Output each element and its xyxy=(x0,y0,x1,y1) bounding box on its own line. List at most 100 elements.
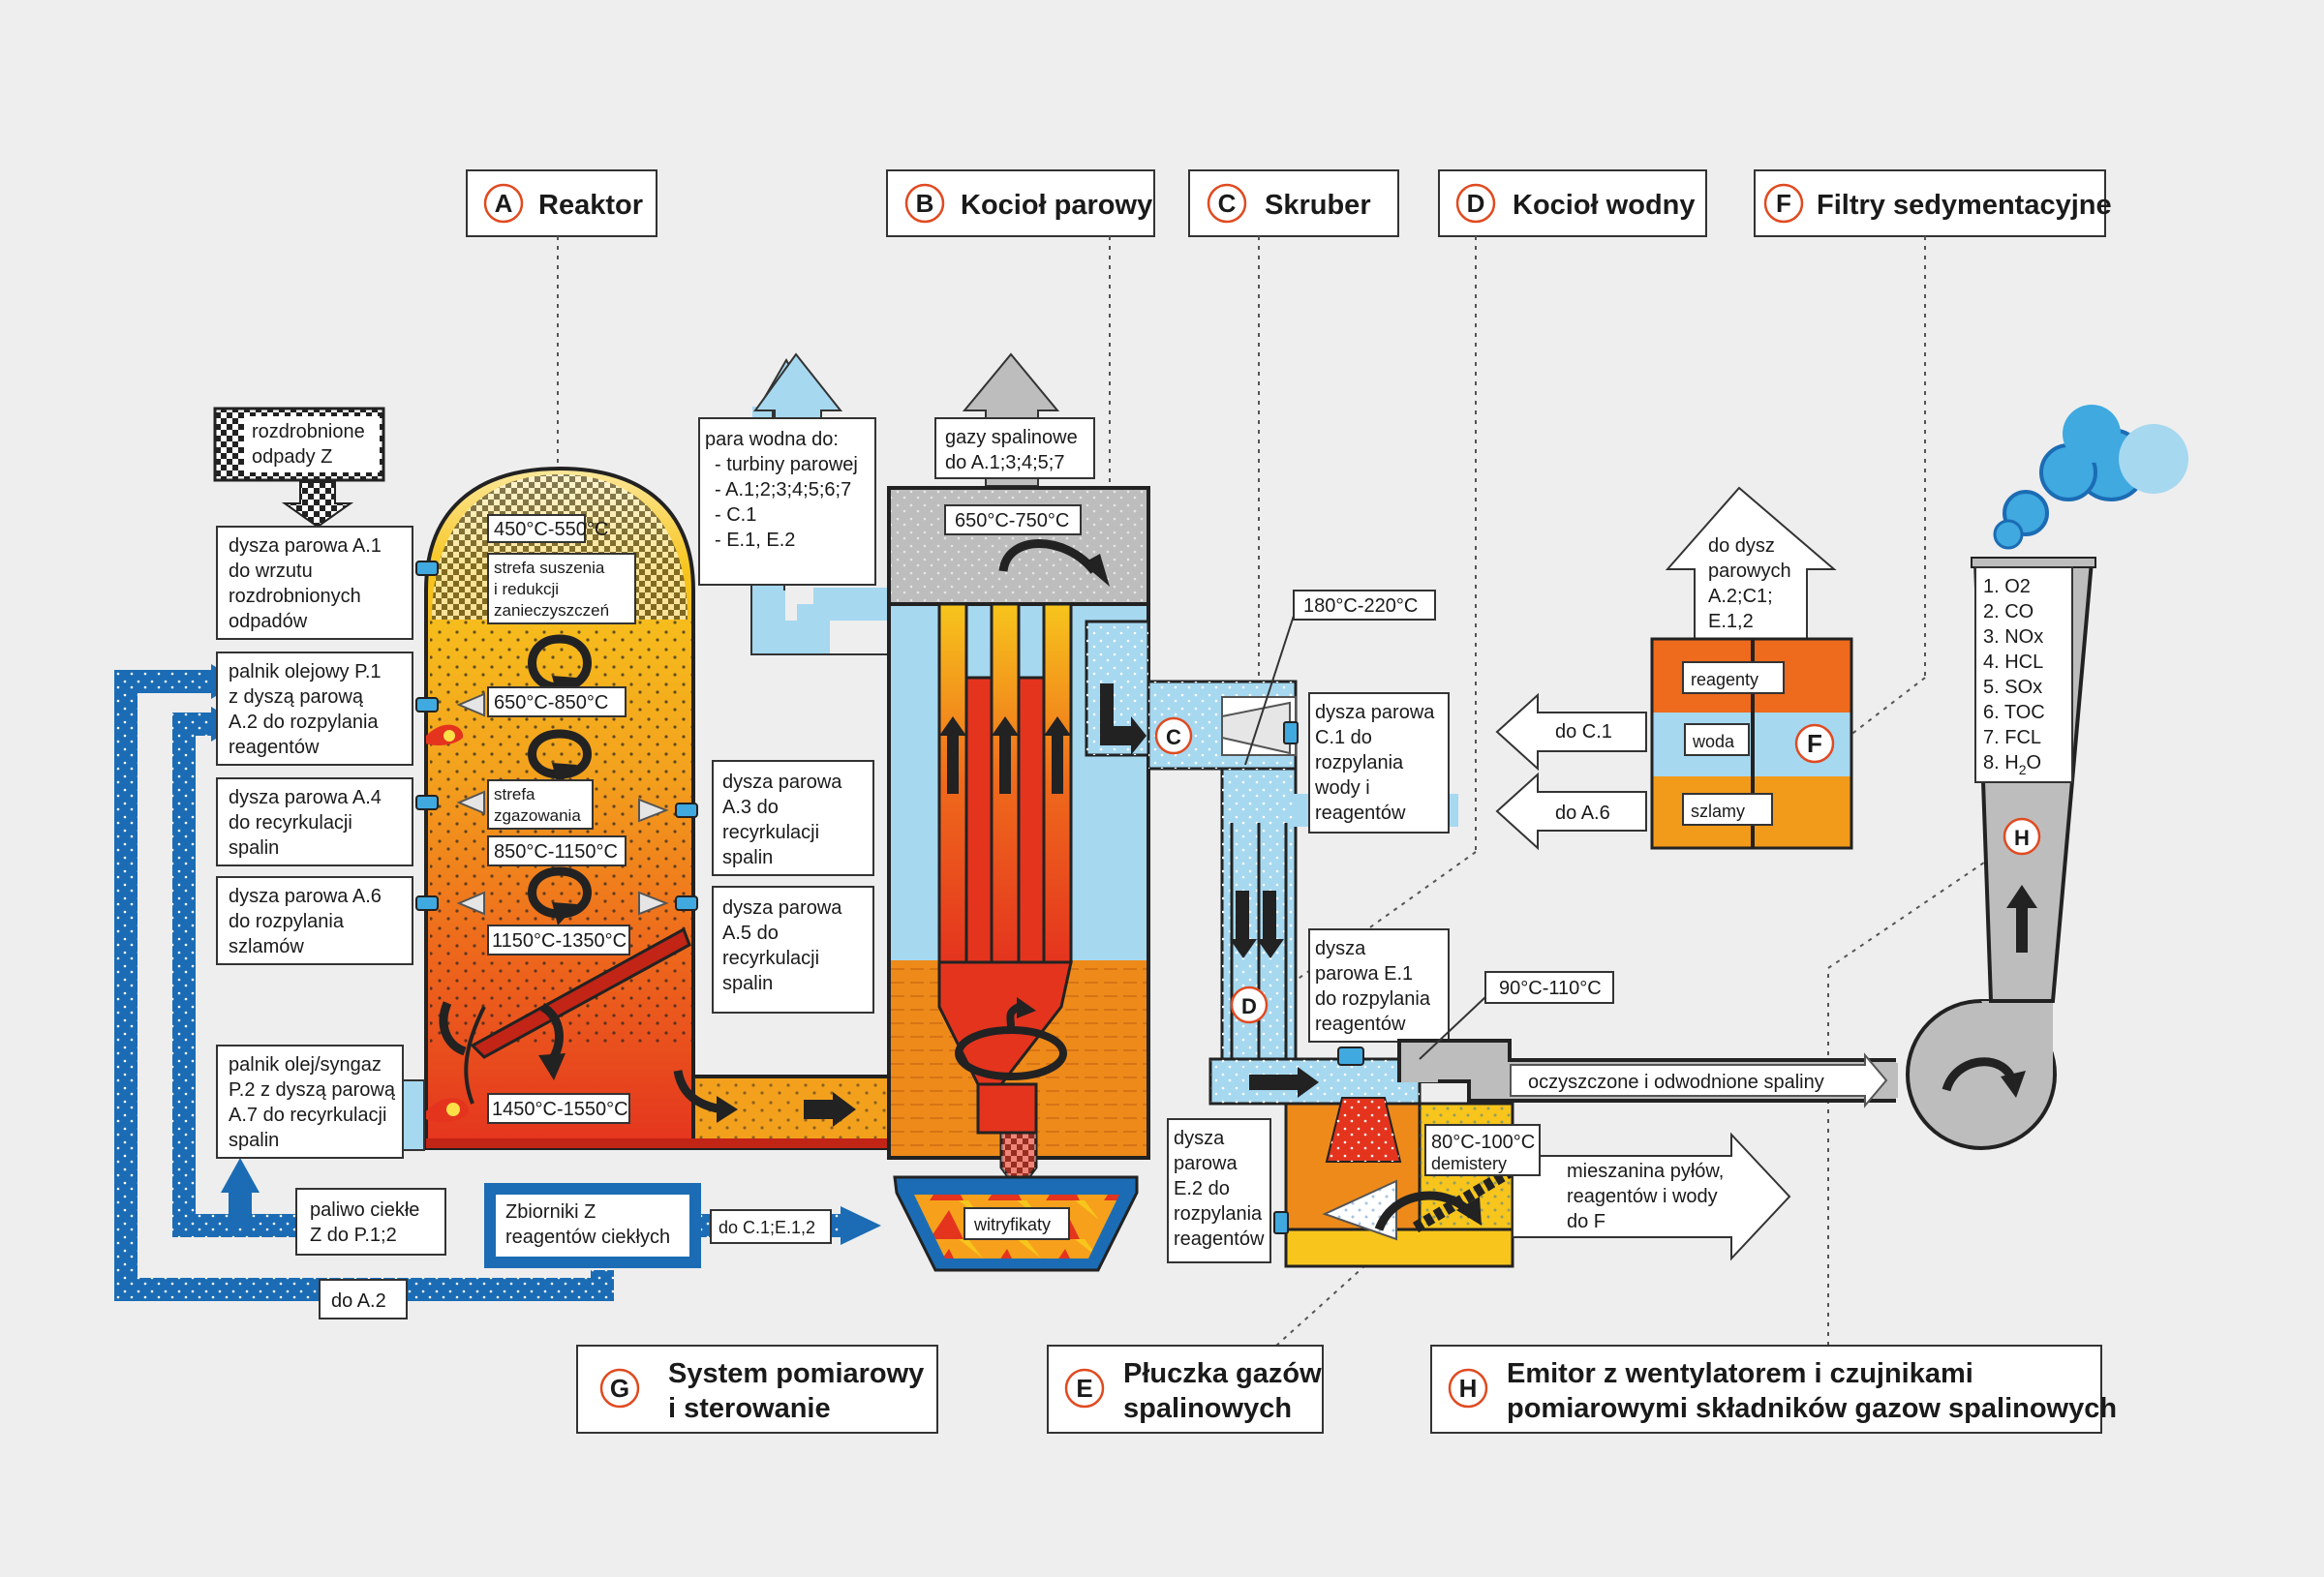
title-box-d: D Kocioł wodny xyxy=(1438,169,1707,237)
a1-line-3: rozdrobnionych xyxy=(229,586,361,607)
reactor-right-labels: dysza parowa A.3 do recyrkulacji spalin … xyxy=(712,760,874,1014)
c1-line-4: wody i xyxy=(1314,777,1370,799)
temp-650-750: 650°C-750°C xyxy=(955,510,1069,531)
steam-line-3: - A.1;2;3;4;5;6;7 xyxy=(715,479,851,500)
title-kociol-parowy: Kocioł parowy xyxy=(961,190,1152,221)
steam-line-5: - E.1, E.2 xyxy=(715,530,795,551)
a6-line-2: do rozpylania xyxy=(229,911,345,932)
e1-line-3: do rozpylania xyxy=(1315,988,1431,1010)
tanks-line-2: reagentów ciekłych xyxy=(505,1227,670,1248)
f-out-line-2: parowych xyxy=(1708,561,1791,582)
temp-650-850: 650°C-850°C xyxy=(494,692,608,713)
c1-line-3: rozpylania xyxy=(1315,752,1404,773)
title-box-c: C Skruber xyxy=(1188,169,1399,237)
a3-line-1: dysza parowa xyxy=(722,772,842,793)
title-kociol-wodny: Kocioł wodny xyxy=(1513,190,1696,221)
steam-line-4: - C.1 xyxy=(715,504,756,526)
title-box-a: A Reaktor xyxy=(466,169,657,237)
letter-f-marker: F xyxy=(1807,729,1822,758)
a1-line-1: dysza parowa A.1 xyxy=(229,535,382,557)
p2-line-2: P.2 z dyszą parową xyxy=(229,1079,396,1101)
letter-e: E xyxy=(1076,1374,1092,1403)
a3-line-4: spalin xyxy=(722,847,773,868)
a1-line-2: do wrzutu xyxy=(229,561,313,582)
title-box-e: E Płuczka gazów spalinowych xyxy=(1047,1345,1324,1434)
reagents-label: reagenty xyxy=(1691,670,1758,689)
mix-line-1: mieszanina pyłów, xyxy=(1567,1161,1724,1182)
emitter-h: H 1. O2 2. CO 3. NOx 4. HCL 5. SOx 6. TO… xyxy=(1906,405,2188,1150)
f-out-line-1: do dysz xyxy=(1708,535,1775,557)
e2-line-4: rozpylania xyxy=(1174,1203,1263,1225)
reactor-left-labels: rozdrobnione odpady Z dysza parowa A.1 d… xyxy=(216,421,832,1319)
title-reaktor: Reaktor xyxy=(538,190,643,221)
title-box-f: F Filtry sedymentacyjne xyxy=(1754,169,2112,237)
mix-line-2: reagentów i wody xyxy=(1567,1186,1718,1207)
steam-line-2: - turbiny parowej xyxy=(715,454,858,475)
f-out-line-3: A.2;C1; xyxy=(1708,586,1773,607)
sensor-8-sub: 2 xyxy=(2019,762,2027,777)
e2-line-2: parowa xyxy=(1174,1153,1238,1174)
e1-line-4: reagentów xyxy=(1315,1014,1406,1035)
to-a2-label: do A.2 xyxy=(331,1290,386,1312)
temp-1450-1550: 1450°C-1550°C xyxy=(492,1099,628,1120)
f-out-line-4: E.1,2 xyxy=(1708,611,1754,632)
title-box-g: G System pomiarowy i sterowanie xyxy=(576,1345,938,1434)
e2-line-3: E.2 do xyxy=(1174,1178,1230,1199)
zone-gas-2: zgazowania xyxy=(494,806,581,825)
sensor-6: 6. TOC xyxy=(1983,702,2045,723)
boiler-labels: para wodna do: - turbiny parowej - A.1;2… xyxy=(698,417,1095,586)
letter-c-marker: C xyxy=(1166,725,1181,749)
water-label: woda xyxy=(1692,732,1735,751)
letter-f: F xyxy=(1776,189,1791,218)
sensor-1: 1. O2 xyxy=(1983,576,2031,597)
title-g-line-1: System pomiarowy xyxy=(668,1358,924,1389)
sensor-8: 8. H2O xyxy=(1983,752,2041,777)
a6-line-3: szlamów xyxy=(229,936,304,957)
title-box-h: H Emitor z wentylatorem i czujnikami pom… xyxy=(1430,1345,2117,1434)
p1-line-3: A.2 do rozpylania xyxy=(229,712,379,733)
a3-line-3: recyrkulacji xyxy=(722,822,819,843)
title-h-line-2: pomiarowymi składników gazow spalinowych xyxy=(1507,1393,2117,1424)
temp-450-550: 450°C-550°C xyxy=(494,519,608,540)
scrubber-labels: 180°C-220°C dysza parowa C.1 do rozpylan… xyxy=(1244,590,1450,1043)
letter-a: A xyxy=(495,189,513,218)
blue-loop xyxy=(114,664,881,1301)
c1-line-2: C.1 do xyxy=(1315,727,1372,748)
steam-line-1: para wodna do: xyxy=(705,429,839,450)
temp-90-110: 90°C-110°C xyxy=(1499,978,1602,999)
clean-flue-label: oczyszczone i odwodnione spaliny xyxy=(1528,1072,1824,1093)
temp-850-1150: 850°C-1150°C xyxy=(494,841,618,863)
c1-line-1: dysza parowa xyxy=(1315,702,1435,723)
steam-boiler-b: witryfikaty xyxy=(750,352,1150,1272)
sensor-4: 4. HCL xyxy=(1983,652,2043,673)
title-box-b: B Kocioł parowy xyxy=(886,169,1155,237)
waste-label-1: rozdrobnione xyxy=(252,421,365,442)
title-e-line-1: Płuczka gazów xyxy=(1123,1358,1322,1389)
title-filtry: Filtry sedymentacyjne xyxy=(1817,190,2112,221)
letter-d: D xyxy=(1467,189,1485,218)
scrubber-c: C D xyxy=(1085,620,1458,1106)
p2-line-1: palnik olej/syngaz xyxy=(229,1054,382,1076)
to-c1-label: do C.1 xyxy=(1555,721,1612,743)
a5-line-4: spalin xyxy=(722,973,773,994)
temp-180-220: 180°C-220°C xyxy=(1303,595,1418,617)
fuel-line-2: Z do P.1;2 xyxy=(310,1225,397,1246)
a4-line-2: do recyrkulacji xyxy=(229,812,352,834)
fuel-line-1: paliwo ciekłe xyxy=(310,1199,419,1221)
temp-80-100: 80°C-100°C xyxy=(1431,1132,1535,1153)
p1-line-4: reagentów xyxy=(229,737,320,758)
e1-line-2: parowa E.1 xyxy=(1315,963,1413,985)
washer-labels: 90°C-110°C dysza parowa E.2 do rozpylani… xyxy=(1167,971,1824,1263)
letter-h: H xyxy=(1459,1374,1478,1403)
e1-line-1: dysza xyxy=(1315,938,1366,959)
waste-label-2: odpady Z xyxy=(252,446,332,468)
p1-line-1: palnik olejowy P.1 xyxy=(229,661,382,682)
flue-line-1: gazy spalinowe xyxy=(945,427,1078,448)
zone-dry-1: strefa suszenia xyxy=(494,559,605,577)
a1-line-4: odpadów xyxy=(229,611,308,632)
letter-b: B xyxy=(916,189,934,218)
temp-1150-1350: 1150°C-1350°C xyxy=(492,930,627,952)
sensor-3: 3. NOx xyxy=(1983,626,2043,648)
e2-line-1: dysza xyxy=(1174,1128,1225,1149)
